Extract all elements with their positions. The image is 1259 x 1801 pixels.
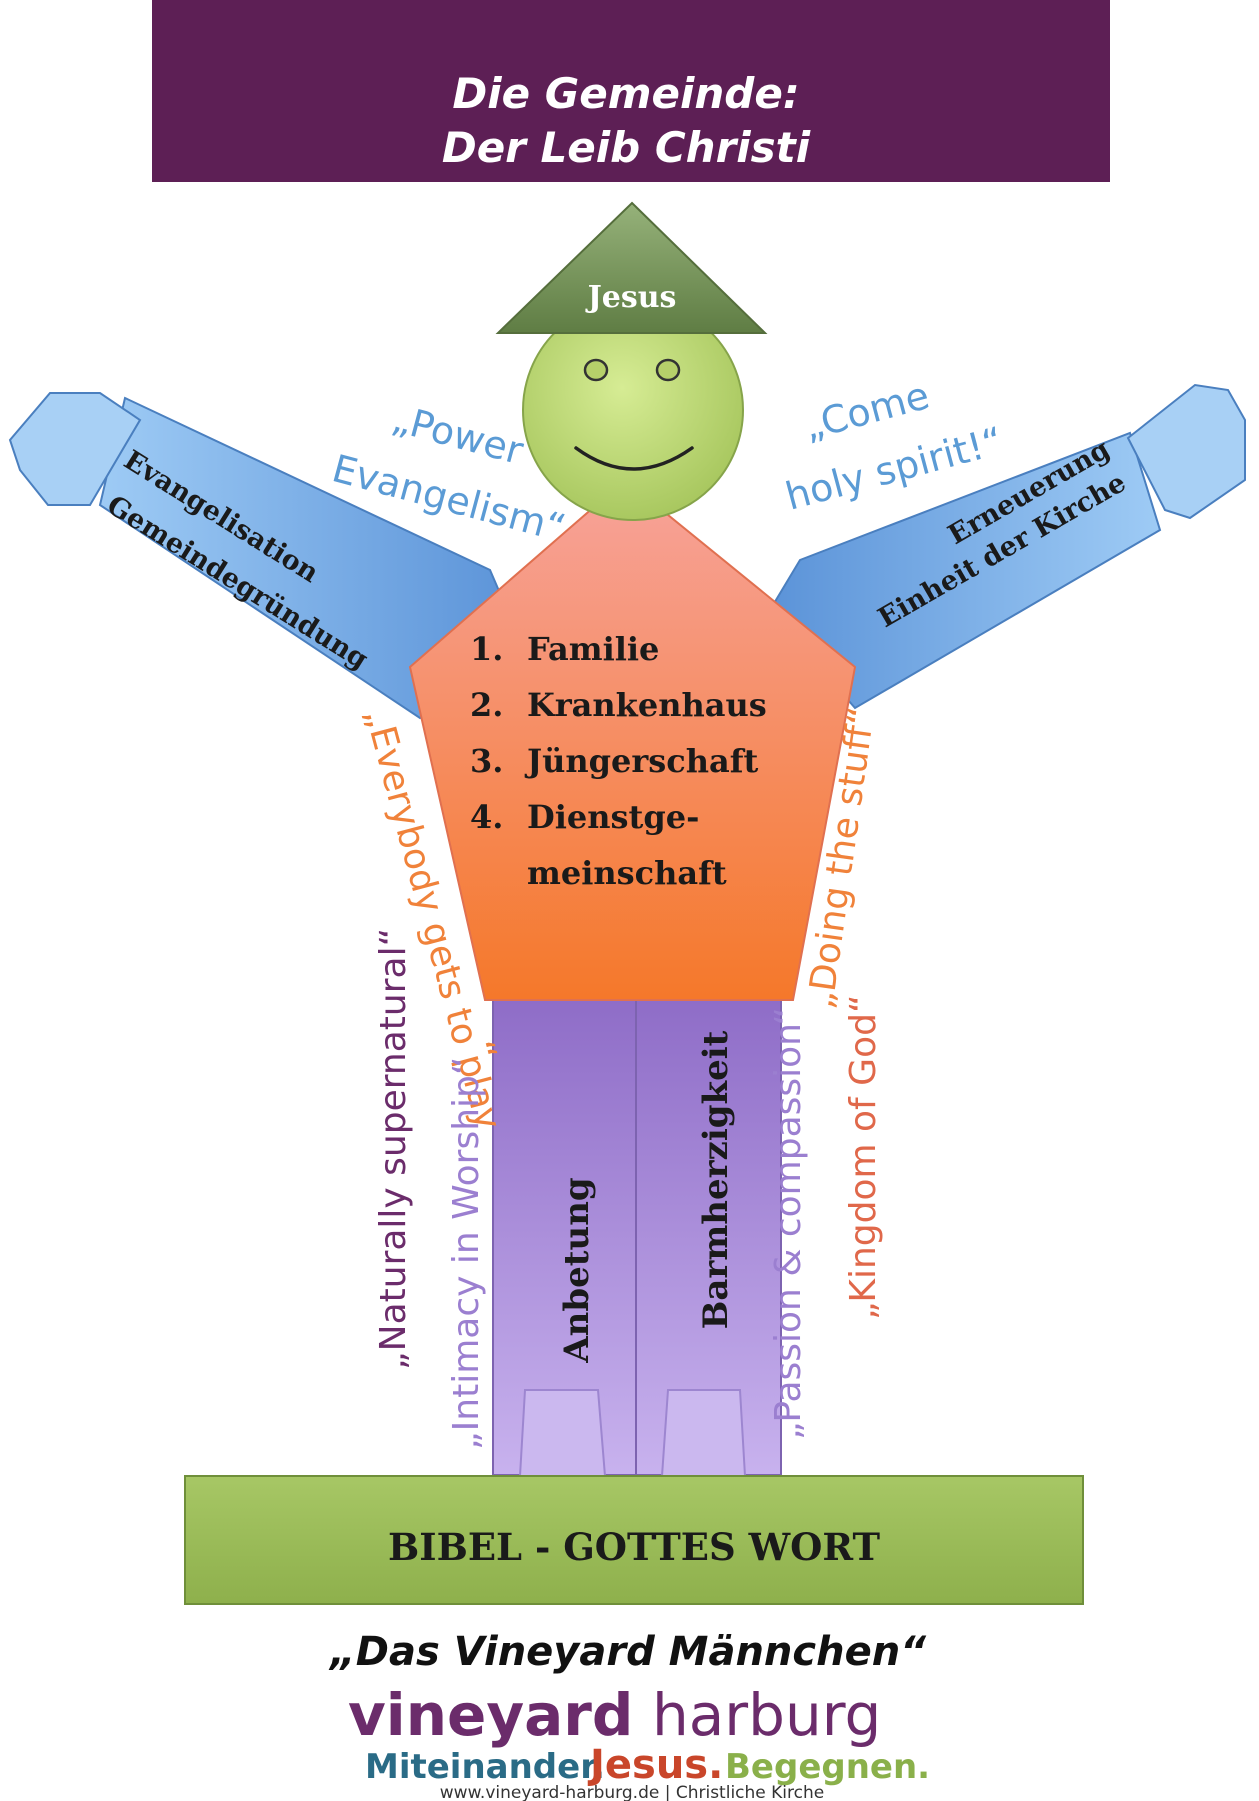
left-leg-label: Anbetung bbox=[557, 1177, 597, 1363]
torso-item-text: Krankenhaus bbox=[527, 686, 767, 724]
torso-item-num: 2. bbox=[470, 686, 503, 724]
torso-item-cont: meinschaft bbox=[527, 854, 727, 892]
base-label: BIBEL - GOTTES WORT bbox=[388, 1525, 880, 1569]
logo-vineyard: vineyard bbox=[348, 1681, 633, 1749]
logo-harburg: harburg bbox=[652, 1681, 881, 1749]
left-foot bbox=[518, 1389, 607, 1477]
left-eye bbox=[583, 358, 609, 382]
quote-naturally-supernatural: „Naturally supernatural“ bbox=[373, 928, 414, 1370]
tagline-jesus: Jesus. bbox=[587, 1742, 723, 1788]
right-leg-label: Barmherzigkeit bbox=[696, 1030, 736, 1329]
left-leg: Anbetung bbox=[492, 994, 639, 1477]
left-hand bbox=[8, 392, 142, 506]
torso-item-text: Jüngerschaft bbox=[524, 742, 759, 780]
right-foot bbox=[660, 1389, 747, 1477]
quote-text: „Come bbox=[799, 373, 934, 449]
quote-kingdom-of-god: „Kingdom of God“ bbox=[843, 994, 884, 1320]
quote-text: „Power bbox=[388, 396, 528, 473]
footer-url: www.vineyard-harburg.de | Christliche Ki… bbox=[440, 1783, 824, 1801]
torso-item-num: 4. bbox=[470, 798, 503, 836]
base-bible bbox=[184, 1475, 1084, 1605]
footer-caption: „Das Vineyard Männchen“ bbox=[328, 1629, 927, 1675]
tagline-miteinander: Miteinander. bbox=[365, 1747, 605, 1787]
quote-passion-compassion: „Passion & compassion“ bbox=[768, 1007, 809, 1440]
torso-list: 1. Familie 2. Krankenhaus 3. Jüngerschaf… bbox=[470, 630, 767, 892]
torso-item-num: 1. bbox=[470, 630, 503, 668]
hat-label: Jesus bbox=[585, 280, 677, 315]
torso-item-text: Dienstge- bbox=[527, 798, 699, 836]
header-banner bbox=[152, 0, 1110, 182]
smile bbox=[574, 446, 694, 471]
tagline-begegnen: Begegnen. bbox=[725, 1747, 930, 1787]
torso-item-text: Familie bbox=[527, 630, 659, 668]
torso bbox=[408, 478, 857, 1001]
right-leg: Barmherzigkeit bbox=[635, 994, 782, 1477]
header-title-line1: Die Gemeinde: bbox=[452, 69, 799, 118]
vineyard-logo: vineyard harburg Miteinander. Jesus. Beg… bbox=[348, 1681, 930, 1801]
quote-intimacy-in-worship: „Intimacy in Worship“ bbox=[446, 1056, 487, 1450]
right-hand bbox=[1126, 383, 1246, 520]
right-eye bbox=[655, 358, 681, 382]
header-title-line2: Der Leib Christi bbox=[442, 123, 811, 172]
torso-item-num: 3. bbox=[470, 742, 503, 780]
hat bbox=[495, 201, 768, 334]
